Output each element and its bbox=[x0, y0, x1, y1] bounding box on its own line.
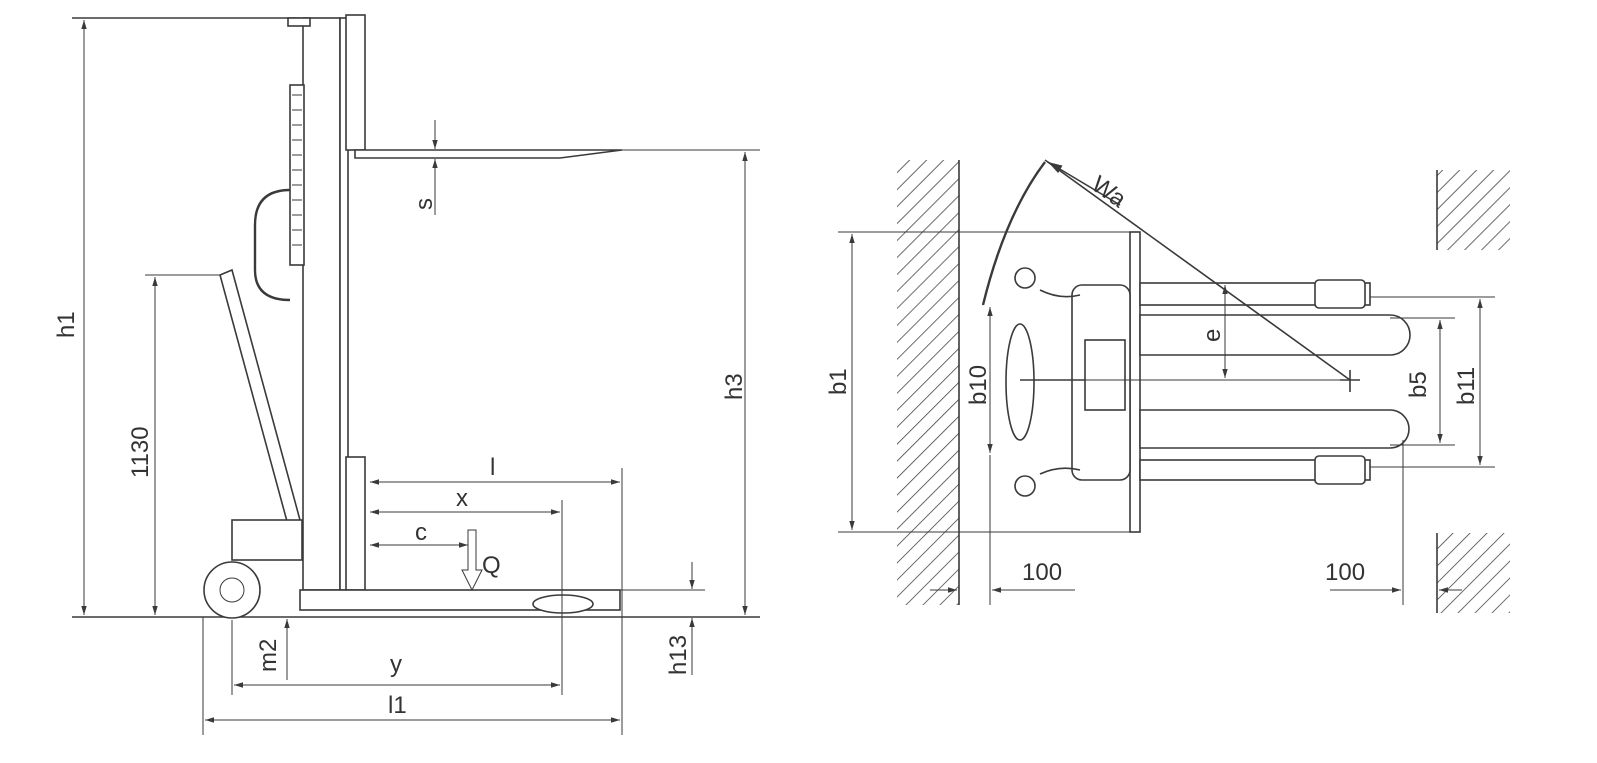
e-label: e bbox=[1199, 329, 1226, 342]
load-roller-lower bbox=[1314, 455, 1366, 485]
fork-raised bbox=[354, 149, 623, 159]
wall-right-bottom-hatch bbox=[1437, 533, 1510, 613]
wall-right-top-hatch bbox=[1437, 170, 1510, 250]
load-arrow-icon bbox=[461, 529, 483, 592]
hydraulic-cylinder bbox=[289, 84, 305, 266]
steering-wheel bbox=[203, 561, 261, 619]
caster-upper bbox=[1014, 267, 1036, 289]
turning-arc bbox=[981, 161, 1046, 306]
clearance-left-label: 100 bbox=[1022, 559, 1062, 586]
m2-label: m2 bbox=[255, 639, 282, 672]
carriage-upper bbox=[345, 14, 366, 151]
handle-loop bbox=[1005, 323, 1035, 441]
b1-label: b1 bbox=[825, 368, 852, 395]
fork-lower bbox=[1139, 409, 1410, 449]
base-plate bbox=[1129, 231, 1141, 533]
b10-label: b10 bbox=[965, 365, 992, 405]
carriage-lower bbox=[345, 456, 366, 591]
wheel-hub bbox=[219, 577, 245, 603]
pump-handle bbox=[219, 268, 301, 527]
mast-top-cap bbox=[287, 17, 311, 27]
top-view: b1 Wa b10 e b5 bbox=[825, 159, 1510, 613]
b11-label: b11 bbox=[1453, 367, 1480, 405]
load-wheel bbox=[532, 594, 594, 614]
caster-lower bbox=[1014, 475, 1036, 497]
Wa-label: Wa bbox=[1087, 171, 1132, 214]
l-label: l bbox=[490, 454, 495, 481]
h3-label: h3 bbox=[721, 373, 748, 400]
mast bbox=[302, 17, 341, 591]
side-view: h1 1130 s h3 l x bbox=[53, 14, 760, 735]
Wa-radius-line bbox=[1044, 159, 1351, 381]
caster-arms bbox=[1039, 289, 1081, 475]
wall-left-hatch bbox=[897, 160, 959, 605]
Wa-arrow bbox=[1047, 161, 1121, 206]
l1-label: l1 bbox=[388, 692, 407, 719]
handle-height-label: 1130 bbox=[127, 426, 154, 478]
y-label: y bbox=[390, 651, 402, 678]
cylinder-ribs bbox=[292, 94, 302, 246]
s-label: s bbox=[411, 198, 438, 210]
push-handle bbox=[253, 188, 291, 302]
pump-unit bbox=[231, 519, 303, 561]
h13-label: h13 bbox=[665, 635, 692, 675]
clearance-right-label: 100 bbox=[1325, 559, 1365, 586]
c-label: c bbox=[415, 519, 427, 546]
fork-upper bbox=[1139, 314, 1411, 356]
base-leg-lower bbox=[1139, 459, 1371, 481]
x-label: x bbox=[456, 485, 468, 512]
pump-body bbox=[1084, 339, 1126, 411]
Q-label: Q bbox=[482, 552, 501, 579]
h1-label: h1 bbox=[53, 311, 80, 338]
load-roller-upper bbox=[1314, 279, 1366, 309]
b5-label: b5 bbox=[1405, 371, 1432, 398]
base-leg-upper bbox=[1139, 282, 1371, 306]
